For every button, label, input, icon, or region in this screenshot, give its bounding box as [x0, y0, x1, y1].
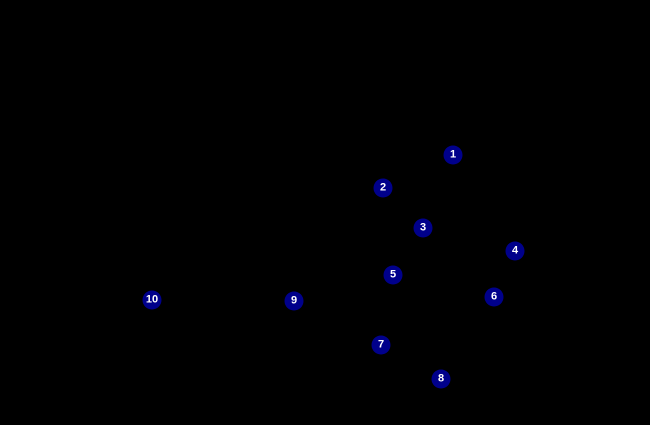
som-marker-6[interactable]: 6	[484, 287, 504, 307]
som-marker-10[interactable]: 10	[142, 290, 162, 310]
som-marker-3[interactable]: 3	[413, 218, 433, 238]
som-marker-2[interactable]: 2	[373, 178, 393, 198]
som-marker-8[interactable]: 8	[431, 369, 451, 389]
som-marker-7[interactable]: 7	[371, 335, 391, 355]
som-marker-5[interactable]: 5	[383, 265, 403, 285]
som-marker-4[interactable]: 4	[505, 241, 525, 261]
som-marker-9[interactable]: 9	[284, 291, 304, 311]
som-marker-1[interactable]: 1	[443, 145, 463, 165]
